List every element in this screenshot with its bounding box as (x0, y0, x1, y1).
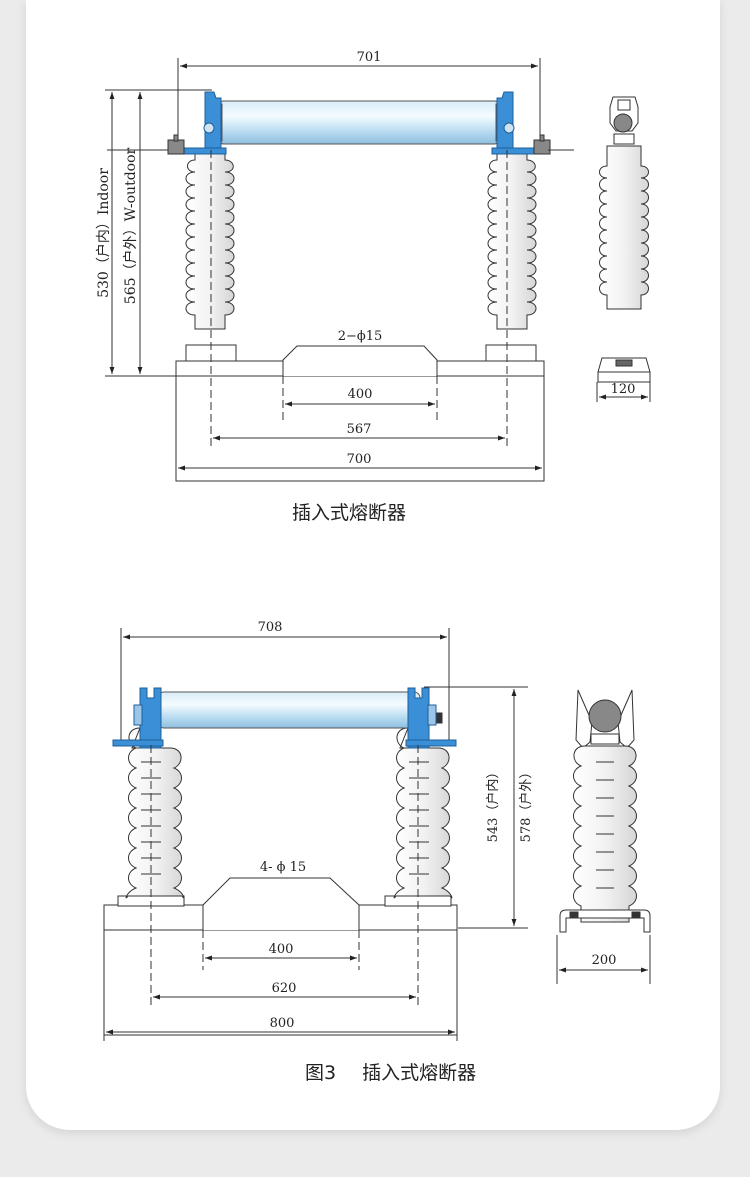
fig1-dim-base-width: 700 (347, 452, 372, 467)
figure1-caption: 插入式熔断器 (292, 502, 407, 524)
fig1-dim-insulator-spacing: 567 (347, 422, 372, 437)
fig2-right-clamp (405, 687, 457, 749)
figure2-caption-prefix: 图3 (305, 1062, 337, 1084)
fig1-dim-height-indoor: 530（户内）Indoor (95, 168, 112, 298)
fig2-dim-height-outdoor: 578（户外） (518, 766, 534, 843)
fig2-fuse-tube (157, 691, 421, 729)
fig1-dim-holes: 2−ϕ15 (338, 329, 383, 344)
fig1-dim-height-outdoor: 565（户外）W-outdoor (122, 147, 139, 304)
figure1-drawing (105, 58, 651, 482)
fig1-left-clamp (167, 91, 227, 155)
fig2-dim-side-width: 200 (592, 953, 617, 968)
fig1-side-view (596, 96, 651, 402)
fig1-dim-side-width: 120 (611, 382, 636, 397)
fig2-dim-holes: 4- ϕ 15 (260, 860, 306, 875)
fig2-side-view (556, 689, 651, 984)
figure2-caption: 图3 插入式熔断器 (305, 1058, 476, 1085)
fig2-dim-hole-spacing: 400 (269, 942, 294, 957)
fig2-dim-top-width: 708 (258, 620, 283, 635)
fig2-dim-height-indoor: 543（户内） (485, 766, 501, 843)
fig1-fuse-tube (211, 100, 507, 145)
figure2-caption-title: 插入式熔断器 (362, 1062, 477, 1084)
fig1-dim-top-width: 701 (357, 50, 382, 65)
fig2-left-clamp (112, 687, 164, 749)
fig1-left-insulator (185, 151, 237, 362)
fig2-dim-insulator-spacing: 620 (272, 981, 297, 996)
fig2-dim-base-width: 800 (270, 1016, 295, 1031)
fig1-right-clamp (491, 91, 574, 155)
fig1-right-insulator (485, 151, 537, 362)
figure2-drawing (103, 628, 651, 1041)
fig1-dim-hole-spacing: 400 (348, 387, 373, 402)
